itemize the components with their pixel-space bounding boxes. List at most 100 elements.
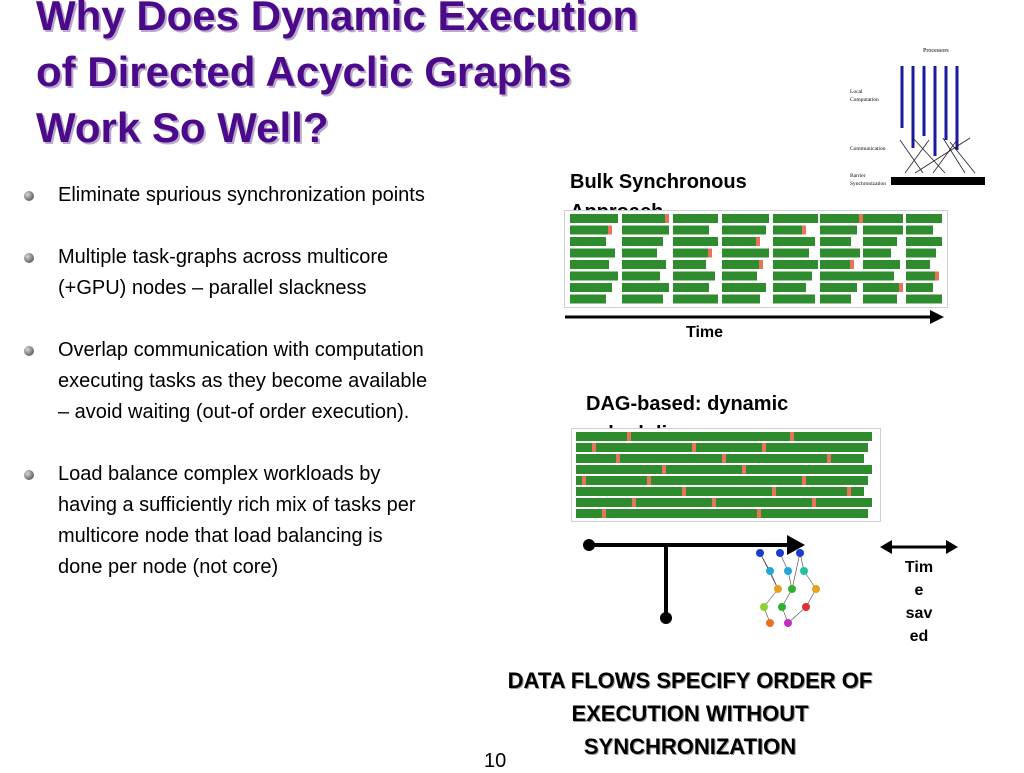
task-block: [570, 283, 612, 292]
task-block: [820, 225, 857, 235]
task-block: [576, 487, 864, 496]
local-computation-label: Computation: [850, 97, 879, 103]
task-block: [570, 225, 612, 235]
comm-marker: [812, 498, 816, 507]
task-block: [622, 283, 669, 292]
time-axis-arrow: [565, 310, 944, 324]
task-block: [570, 248, 615, 258]
task-block: [570, 260, 609, 269]
bulk-sync-task-grid: [564, 210, 948, 308]
comm-marker: [762, 443, 766, 452]
comm-marker: [592, 443, 596, 452]
comm-marker: [722, 454, 726, 463]
dag-axis: [583, 535, 805, 624]
task-block: [773, 225, 806, 235]
task-block: [773, 248, 809, 258]
comm-marker: [827, 454, 831, 463]
caption-line: EXECUTION WITHOUT: [571, 701, 809, 726]
bullet-text: Load balance complex workloads by: [58, 463, 381, 485]
task-block: [906, 283, 933, 292]
task-block: [622, 214, 669, 223]
label-line: sav: [905, 605, 933, 622]
task-block: [906, 260, 930, 269]
task-block: [673, 237, 718, 246]
task-block: [906, 214, 942, 223]
comm-marker: [632, 498, 636, 507]
dag-graph-icon: [756, 549, 820, 627]
bullet-list: Eliminate spurious synchronization point…: [24, 180, 544, 614]
task-block: [673, 214, 718, 223]
task-block: [576, 476, 868, 485]
time-saved-label: Tim e sav ed: [893, 556, 945, 648]
task-block: [820, 214, 863, 223]
comm-marker: [616, 454, 620, 463]
bullet-icon: [24, 470, 34, 480]
bullet-item: Eliminate spurious synchronization point…: [24, 180, 544, 211]
task-block: [773, 294, 815, 304]
sync-marker: [756, 237, 760, 246]
task-block: [863, 271, 894, 281]
task-block: [673, 294, 718, 304]
task-block: [570, 294, 606, 304]
task-block: [773, 271, 812, 281]
task-block: [820, 271, 863, 281]
barrier-label: Barrier: [850, 173, 866, 179]
time-label: Time: [686, 324, 724, 341]
task-block: [673, 225, 709, 235]
title-line: Why Does Dynamic Execution: [36, 0, 639, 39]
task-block: [576, 465, 872, 474]
title-line: Work So Well?: [36, 104, 329, 151]
task-block: [820, 294, 851, 304]
task-block: [722, 283, 766, 292]
page-number: 10: [484, 750, 507, 772]
time-saved-arrow: [880, 540, 958, 554]
sync-marker: [665, 214, 669, 223]
task-block: [673, 260, 706, 269]
comm-marker: [647, 476, 651, 485]
task-block: [906, 225, 933, 235]
comm-marker: [692, 443, 696, 452]
comm-marker: [802, 476, 806, 485]
task-block: [570, 271, 618, 281]
task-block: [863, 214, 903, 223]
bulk-sync-tasks: [570, 214, 942, 304]
communication-arrows: [899, 137, 976, 174]
task-block: [673, 283, 709, 292]
task-block: [906, 271, 939, 281]
bullet-text: Overlap communication with computation: [58, 339, 424, 361]
bullet-text: Multiple task-graphs across multicore: [58, 246, 389, 268]
processor-lines: [900, 66, 959, 156]
task-block: [773, 283, 806, 292]
comm-marker: [790, 432, 794, 441]
bullet-text: Eliminate spurious synchronization point…: [58, 184, 425, 206]
sync-marker: [608, 225, 612, 235]
task-block: [722, 260, 763, 269]
task-block: [863, 248, 891, 258]
processors-label: Processors: [923, 48, 949, 54]
bullet-item: Overlap communication with computation e…: [24, 335, 544, 428]
task-block: [722, 225, 766, 235]
comm-marker: [602, 509, 606, 518]
sync-marker: [850, 260, 854, 269]
communication-label: Communication: [850, 146, 886, 152]
task-block: [906, 248, 936, 258]
task-block: [576, 432, 872, 441]
task-block: [722, 214, 769, 223]
bullet-item: Load balance complex workloads by having…: [24, 459, 544, 583]
dag-task-grid: [571, 428, 881, 522]
task-block: [576, 509, 868, 518]
bullet-text: – avoid waiting (out-of order execution)…: [58, 401, 410, 423]
sync-marker: [802, 225, 806, 235]
task-block: [722, 271, 757, 281]
bullet-text: (+GPU) nodes – parallel slackness: [58, 277, 367, 299]
comm-marker: [582, 476, 586, 485]
title-line: of Directed Acyclic Graphs: [36, 48, 572, 95]
task-block: [773, 214, 818, 223]
sync-marker: [859, 214, 863, 223]
task-block: [906, 294, 942, 304]
task-block: [622, 225, 669, 235]
label-line: e: [914, 582, 924, 599]
comm-marker: [712, 498, 716, 507]
task-block: [863, 237, 897, 246]
task-block: [863, 294, 897, 304]
